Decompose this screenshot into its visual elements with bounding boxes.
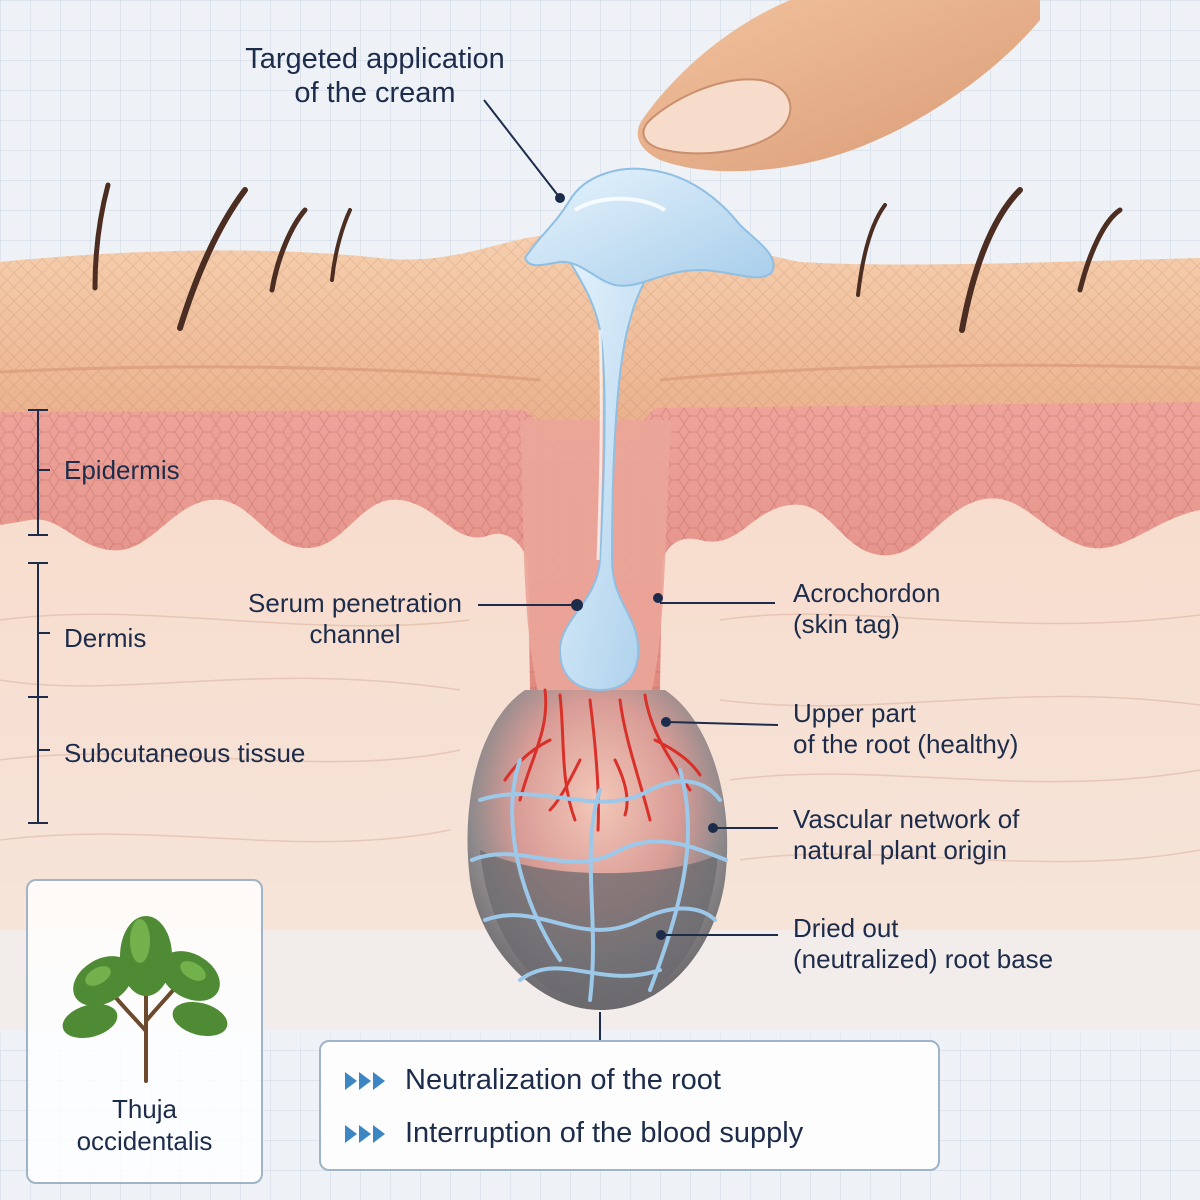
label-serum-line1: Serum penetration (248, 588, 462, 618)
leader-lines (478, 99, 779, 1040)
plant-vascular-network (470, 758, 728, 1002)
label-dried-root: Dried out (neutralized) root base (793, 913, 1053, 975)
thuja-name-line1: Thuja (111, 1094, 178, 1124)
label-vascular-network: Vascular network of natural plant origin (793, 804, 1019, 866)
label-acro-line2: (skin tag) (793, 609, 900, 639)
finger-icon (637, 0, 1040, 172)
label-dermis: Dermis (64, 623, 147, 653)
label-subcutaneous: Subcutaneous tissue (64, 738, 306, 768)
red-blood-vessels (503, 688, 702, 832)
result-text: Neutralization of the root (405, 1064, 721, 1096)
double-arrow-icon (345, 1124, 385, 1143)
thuja-branch-icon (62, 916, 228, 1083)
result-item: Neutralization of the root (343, 1064, 721, 1097)
hair-strands (92, 182, 1123, 333)
double-arrow-icon (345, 1071, 385, 1090)
label-epidermis: Epidermis (64, 455, 180, 485)
label-cream-application: Targeted application of the cream (200, 42, 550, 110)
thuja-name-line2: occidentalis (76, 1126, 213, 1156)
label-serum-channel: Serum penetration channel (225, 588, 485, 650)
result-text: Interruption of the blood supply (405, 1117, 804, 1149)
connective-fibers (0, 613, 1200, 863)
label-upper-root: Upper part of the root (healthy) (793, 698, 1018, 760)
label-acro-line1: Acrochordon (793, 578, 941, 608)
label-vascular-line2: natural plant origin (793, 835, 1007, 865)
label-vascular-line1: Vascular network of (793, 804, 1020, 834)
label-cream-line1: Targeted application (245, 43, 505, 75)
label-cream-line2: of the cream (294, 77, 456, 109)
label-acrochordon: Acrochordon (skin tag) (793, 578, 940, 640)
thuja-name: Thuja occidentalis (28, 1093, 261, 1157)
cream-blob (523, 167, 775, 287)
label-dried-line2: (neutralized) root base (793, 944, 1054, 974)
label-serum-line2: channel (309, 619, 401, 649)
result-item: Interruption of the blood supply (343, 1117, 803, 1150)
label-dried-line1: Dried out (793, 913, 899, 943)
thuja-info-box: Thuja occidentalis (26, 879, 263, 1184)
serum-penetration-channel (558, 229, 670, 692)
results-box: Neutralization of the root Interruption … (319, 1040, 940, 1171)
label-upper-line2: of the root (healthy) (793, 729, 1019, 759)
label-upper-line1: Upper part (793, 698, 916, 728)
layer-brackets (28, 409, 50, 824)
